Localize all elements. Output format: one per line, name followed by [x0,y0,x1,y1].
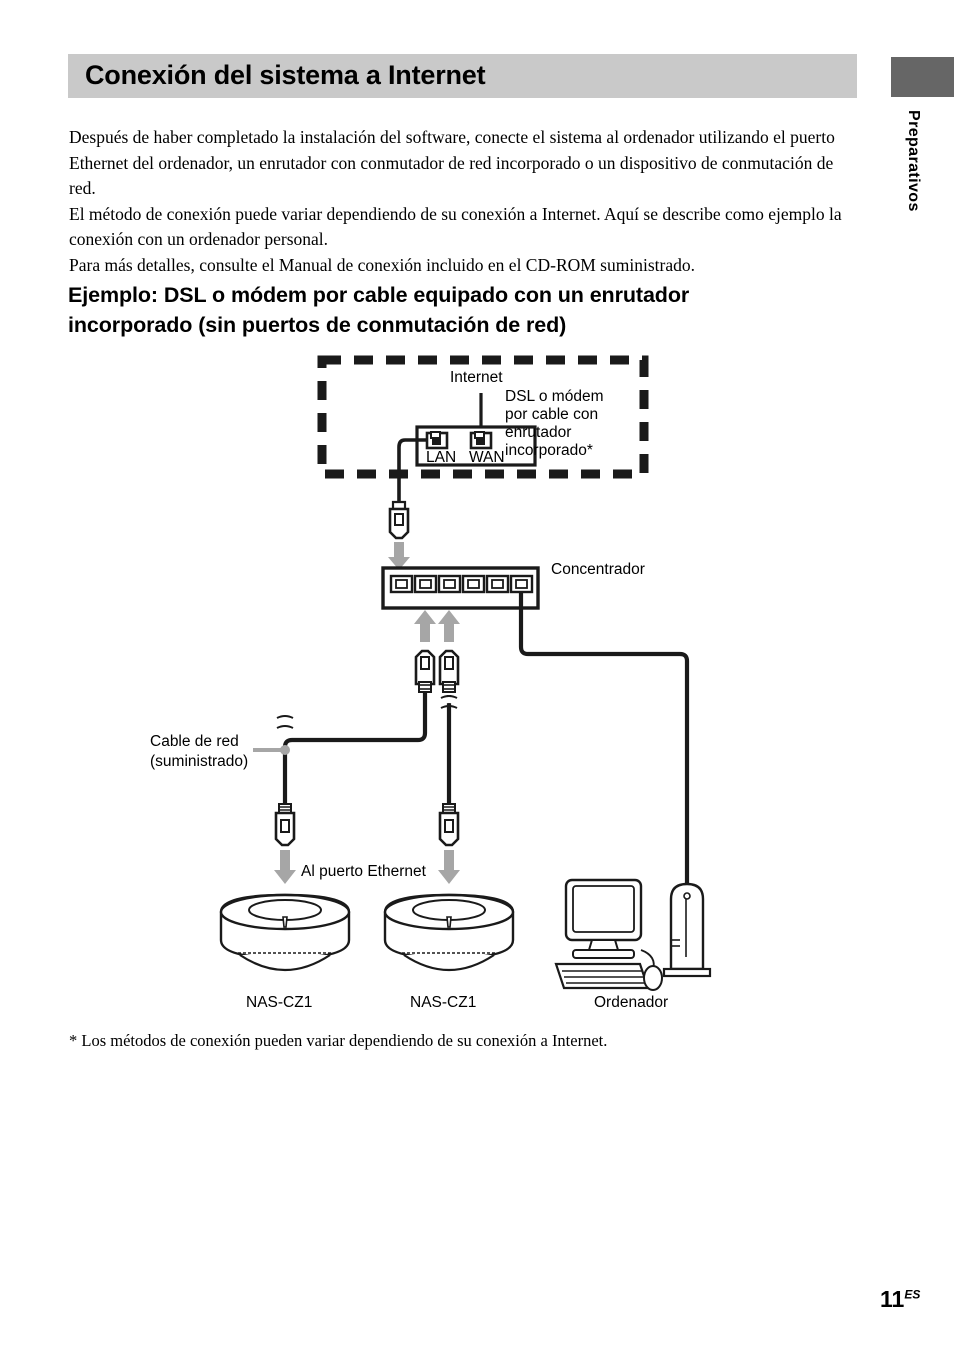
isp-boundary-dashed-box [317,355,649,479]
rj45-connector-right-up [438,649,460,693]
footnote: * Los métodos de conexión pueden variar … [69,1031,608,1050]
nas-device-1-label: NAS-CZ1 [246,994,312,1011]
cable-break-left [275,715,295,729]
page-title: Conexión del sistema a Internet [85,59,486,90]
hub-port-6 [509,574,534,594]
subheading: Ejemplo: DSL o módem por cable equipado … [68,280,828,340]
rj45-connector-right-down [438,803,460,847]
cable-label-line-1: Cable de red [150,733,239,750]
page-number-suffix: ES [904,1287,921,1302]
section-tab-marker [891,57,954,97]
computer-label: Ordenador [594,994,668,1011]
lan-port-label: LAN [426,449,456,466]
subheading-line-1: Ejemplo: DSL o módem por cable equipado … [68,283,690,307]
wan-port-icon [469,431,493,450]
rj45-connector-left-up [414,649,436,693]
nas-device-2 [383,893,515,971]
rj45-connector-left-down [274,803,296,847]
hub-port-3 [437,574,462,594]
arrow-cable-into-hub-port-2 [414,610,436,642]
page-number-value: 11 [880,1286,905,1312]
nas-device-2-label: NAS-CZ1 [410,994,476,1011]
wan-port-label: WAN [469,449,505,466]
body-paragraph-2: El método de conexión puede variar depen… [69,203,842,250]
modem-label-line-3: enrutador [505,424,571,441]
page-number: 11ES [880,1286,920,1313]
page-title-band: Conexión del sistema a Internet [68,54,857,98]
hub-port-5 [485,574,510,594]
body-paragraph-3: Para más detalles, consulte el Manual de… [69,254,695,275]
nas-device-1 [219,893,351,971]
modem-label-line-2: por cable con [505,406,598,423]
cable-left-run [282,692,428,804]
cable-right-run [518,592,690,884]
lan-port-icon [425,431,449,450]
arrow-connector-to-hub [388,542,410,570]
arrow-to-nas-2 [438,850,460,884]
body-text: Después de haber completado la instalaci… [69,125,859,279]
hub-port-1 [389,574,414,594]
modem-lan-cable [397,438,427,502]
internet-label: Internet [450,369,503,386]
body-paragraph-1: Después de haber completado la instalaci… [69,127,835,199]
hub-ports [389,574,534,594]
cable-label-leader [253,745,290,755]
section-tab-label: Preparativos [905,110,922,212]
subheading-line-2: incorporado (sin puertos de conmutación … [68,313,567,337]
hub-label: Concentrador [551,561,645,578]
arrow-cable-into-hub-port-3 [438,610,460,642]
rj45-connector-to-hub [388,500,410,540]
network-connection-diagram: Internet DSL o módem por cable con enrut… [0,352,954,1012]
modem-label-line-4: incorporado* [505,442,593,459]
cable-label-line-2: (suministrado) [150,753,248,770]
cable-break-middle [439,695,459,709]
modem-label-line-1: DSL o módem [505,388,604,405]
ethernet-port-label: Al puerto Ethernet [301,863,427,880]
hub-port-4 [461,574,486,594]
computer-illustration [554,878,712,991]
hub-port-2 [413,574,438,594]
arrow-to-nas-1 [274,850,296,884]
